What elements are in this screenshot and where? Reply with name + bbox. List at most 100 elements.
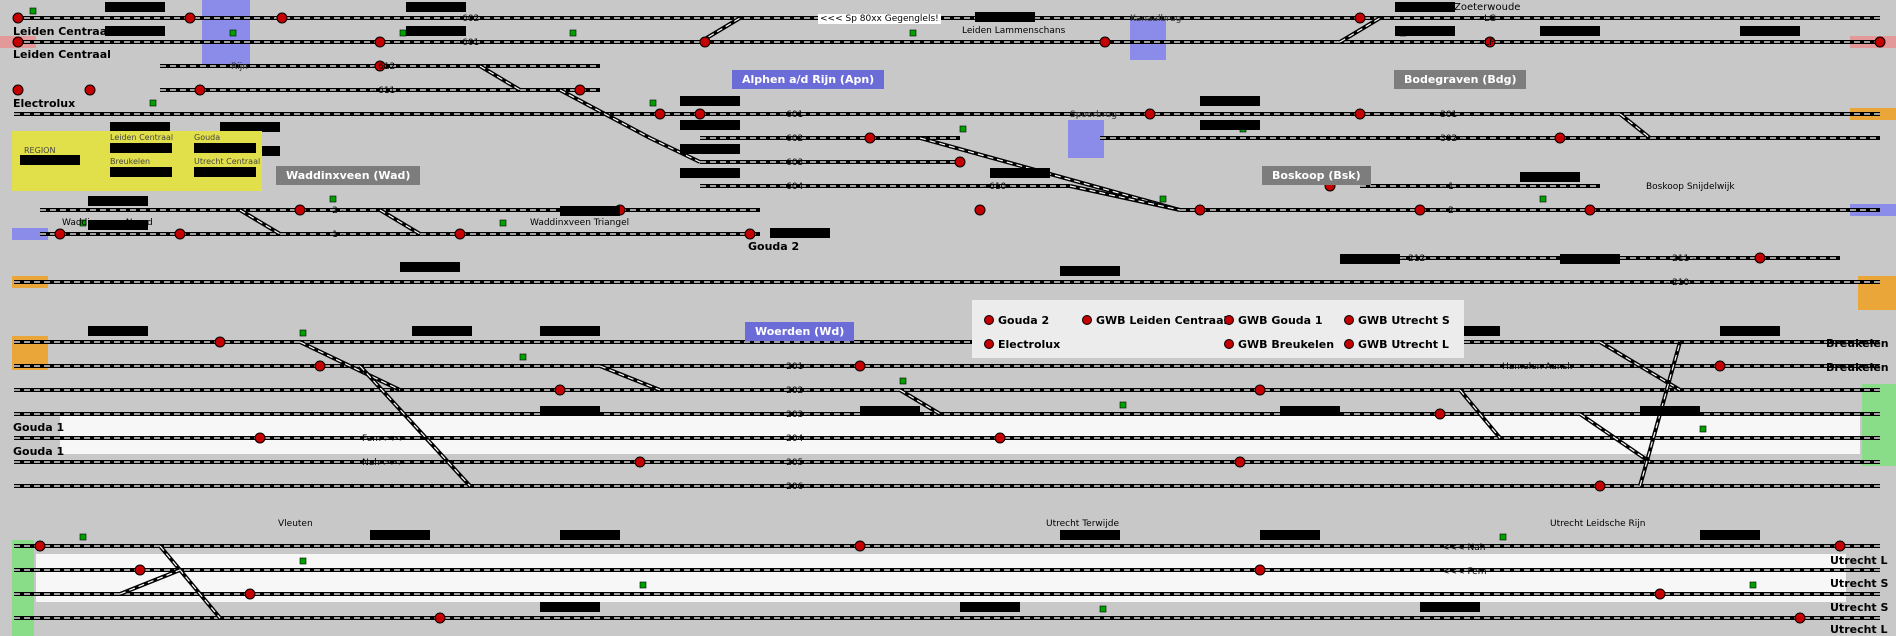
- signal-icon[interactable]: [1594, 480, 1606, 492]
- train-number-display[interactable]: [88, 220, 148, 230]
- legend-item[interactable]: GWB Utrecht S: [1344, 314, 1450, 327]
- signal-icon[interactable]: [454, 228, 466, 240]
- train-number-display[interactable]: [540, 326, 600, 336]
- signal-icon[interactable]: [1794, 612, 1806, 624]
- train-number-display[interactable]: [1060, 530, 1120, 540]
- train-number-display[interactable]: [406, 2, 466, 12]
- signal-icon[interactable]: [1754, 252, 1766, 264]
- station-bodegraven[interactable]: Bodegraven (Bdg): [1394, 70, 1527, 89]
- train-number-display[interactable]: [1060, 266, 1120, 276]
- train-number-display[interactable]: [220, 122, 280, 132]
- train-number-display[interactable]: [1560, 254, 1620, 264]
- signal-icon[interactable]: [574, 84, 586, 96]
- signal-icon[interactable]: [314, 360, 326, 372]
- legend-item[interactable]: Gouda 2: [984, 314, 1049, 327]
- signal-icon[interactable]: [1099, 36, 1111, 48]
- train-number-display[interactable]: [1200, 120, 1260, 130]
- train-number-display[interactable]: [975, 12, 1035, 22]
- signal-icon[interactable]: [12, 84, 24, 96]
- train-number-display[interactable]: [1740, 26, 1800, 36]
- signal-icon[interactable]: [1254, 564, 1266, 576]
- train-number-display[interactable]: [1260, 530, 1320, 540]
- legend-item[interactable]: GWB Utrecht L: [1344, 338, 1449, 351]
- signal-icon[interactable]: [1584, 204, 1596, 216]
- signal-icon[interactable]: [174, 228, 186, 240]
- train-number-display[interactable]: [105, 26, 165, 36]
- signal-icon[interactable]: [1234, 456, 1246, 468]
- signal-icon[interactable]: [1714, 360, 1726, 372]
- train-number-display[interactable]: [1395, 2, 1455, 12]
- train-number-display[interactable]: [1420, 602, 1480, 612]
- signal-icon[interactable]: [374, 60, 386, 72]
- signal-icon[interactable]: [1414, 204, 1426, 216]
- signal-icon[interactable]: [214, 336, 226, 348]
- station-waddinxveen[interactable]: Waddinxveen (Wad): [276, 166, 421, 185]
- signal-icon[interactable]: [954, 156, 966, 168]
- train-number-display[interactable]: [406, 26, 466, 36]
- train-number-display[interactable]: [560, 206, 620, 216]
- signal-icon[interactable]: [1554, 132, 1566, 144]
- signal-icon[interactable]: [634, 456, 646, 468]
- signal-icon[interactable]: [864, 132, 876, 144]
- legend-item[interactable]: Electrolux: [984, 338, 1060, 351]
- signal-icon[interactable]: [12, 12, 24, 24]
- train-number-display[interactable]: [770, 228, 830, 238]
- signal-icon[interactable]: [12, 36, 24, 48]
- station-boskoop[interactable]: Boskoop (Bsk): [1262, 166, 1371, 185]
- train-number-display[interactable]: [412, 326, 472, 336]
- signal-icon[interactable]: [134, 564, 146, 576]
- train-number-display[interactable]: [680, 120, 740, 130]
- signal-icon[interactable]: [34, 540, 46, 552]
- signal-icon[interactable]: [974, 204, 986, 216]
- signal-icon[interactable]: [184, 12, 196, 24]
- train-number-display[interactable]: [1340, 254, 1400, 264]
- train-number-display[interactable]: [540, 602, 600, 612]
- train-number-display[interactable]: [960, 602, 1020, 612]
- train-number-display[interactable]: [88, 196, 148, 206]
- signal-icon[interactable]: [744, 228, 756, 240]
- signal-icon[interactable]: [1874, 36, 1886, 48]
- train-number-display[interactable]: [105, 2, 165, 12]
- signal-icon[interactable]: [1194, 204, 1206, 216]
- train-number-display[interactable]: [400, 262, 460, 272]
- signal-icon[interactable]: [1654, 588, 1666, 600]
- train-number-display[interactable]: [1280, 406, 1340, 416]
- train-number-display[interactable]: [1640, 406, 1700, 416]
- legend-item[interactable]: GWB Leiden Centraal: [1082, 314, 1227, 327]
- legend-item[interactable]: GWB Gouda 1: [1224, 314, 1323, 327]
- signal-icon[interactable]: [694, 108, 706, 120]
- signal-icon[interactable]: [84, 84, 96, 96]
- train-number-display[interactable]: [1200, 96, 1260, 106]
- train-number-display[interactable]: [1720, 326, 1780, 336]
- train-number-display[interactable]: [860, 406, 920, 416]
- signal-icon[interactable]: [1354, 108, 1366, 120]
- legend-item[interactable]: GWB Breukelen: [1224, 338, 1334, 351]
- signal-icon[interactable]: [1834, 540, 1846, 552]
- signal-icon[interactable]: [1434, 408, 1446, 420]
- signal-icon[interactable]: [699, 36, 711, 48]
- signal-icon[interactable]: [54, 228, 66, 240]
- signal-icon[interactable]: [994, 432, 1006, 444]
- station-woerden[interactable]: Woerden (Wd): [745, 322, 855, 341]
- station-alphen[interactable]: Alphen a/d Rijn (Apn): [732, 70, 885, 89]
- signal-icon[interactable]: [1254, 384, 1266, 396]
- train-number-display[interactable]: [680, 168, 740, 178]
- signal-icon[interactable]: [1484, 36, 1496, 48]
- train-number-display[interactable]: [990, 168, 1050, 178]
- train-number-display[interactable]: [540, 406, 600, 416]
- train-number-display[interactable]: [1395, 26, 1455, 36]
- signal-icon[interactable]: [1144, 108, 1156, 120]
- signal-icon[interactable]: [244, 588, 256, 600]
- signal-icon[interactable]: [1354, 12, 1366, 24]
- signal-icon[interactable]: [654, 108, 666, 120]
- signal-icon[interactable]: [194, 84, 206, 96]
- signal-icon[interactable]: [854, 540, 866, 552]
- train-number-display[interactable]: [1520, 172, 1580, 182]
- signal-icon[interactable]: [254, 432, 266, 444]
- train-number-display[interactable]: [1700, 530, 1760, 540]
- signal-icon[interactable]: [854, 360, 866, 372]
- train-number-display[interactable]: [680, 144, 740, 154]
- train-number-display[interactable]: [88, 326, 148, 336]
- train-number-display[interactable]: [1440, 326, 1500, 336]
- train-number-display[interactable]: [1540, 26, 1600, 36]
